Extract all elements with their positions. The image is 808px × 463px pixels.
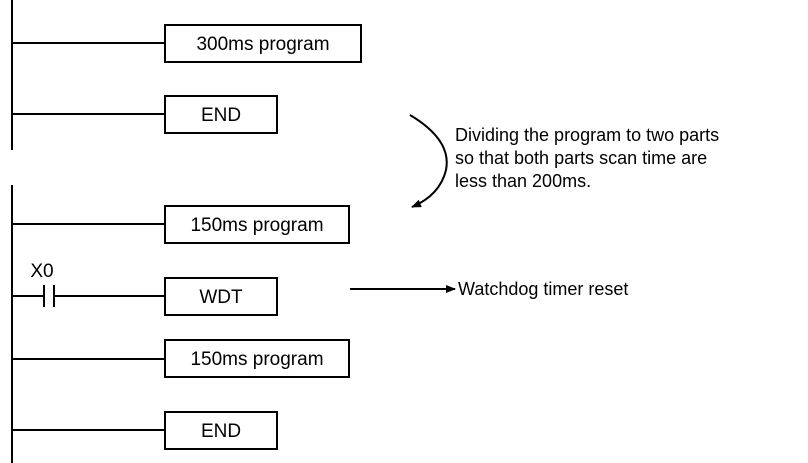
block-wdt <box>164 277 278 316</box>
block-top-end <box>164 95 278 134</box>
block-program-a-label: 150ms program <box>190 215 323 236</box>
contact-x0-label: X0 <box>30 261 53 282</box>
curved-arrow <box>409 114 448 208</box>
block-top-end-label: END <box>201 105 241 126</box>
block-top-program <box>164 24 362 63</box>
block-bottom-end-label: END <box>201 421 241 442</box>
wdt-note: Watchdog timer reset <box>458 279 628 299</box>
block-program-a <box>164 205 350 244</box>
block-program-b-label: 150ms program <box>190 349 323 370</box>
block-top-program-label: 300ms program <box>196 34 329 55</box>
note-line-3: less than 200ms. <box>455 171 591 191</box>
note-line-2: so that both parts scan time are <box>455 148 707 168</box>
block-wdt-label: WDT <box>199 287 243 308</box>
note-line-1: Dividing the program to two parts <box>455 125 719 145</box>
block-bottom-end <box>164 411 278 450</box>
block-program-b <box>164 339 350 378</box>
